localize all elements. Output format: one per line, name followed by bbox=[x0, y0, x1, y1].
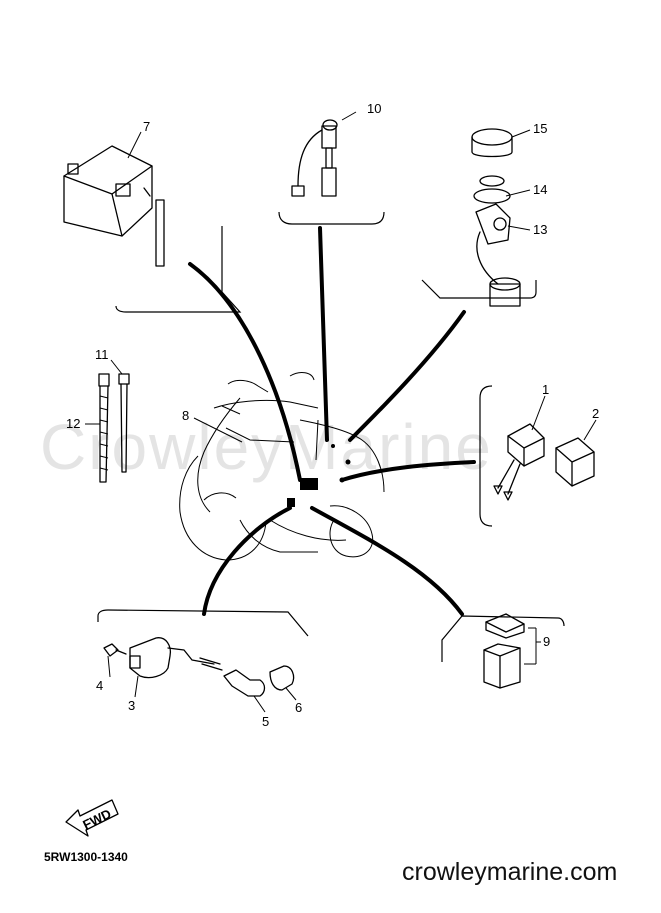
relay-block bbox=[555, 437, 595, 487]
callout-11: 11 bbox=[95, 347, 109, 362]
callout-14: 14 bbox=[533, 182, 547, 197]
bracket-relays bbox=[479, 385, 493, 527]
bracket-flasher bbox=[441, 615, 565, 662]
bracket-ignition bbox=[97, 609, 309, 637]
speed-sensor bbox=[291, 119, 338, 197]
callout-7: 7 bbox=[143, 119, 150, 134]
callout-labels: 7 10 15 14 13 11 12 8 1 2 9 4 3 5 6 bbox=[66, 101, 599, 729]
fuel-sender-group bbox=[471, 128, 521, 307]
bracket-speed-sensor bbox=[278, 211, 385, 225]
fwd-arrow-icon: FWD bbox=[65, 799, 119, 837]
cover bbox=[269, 665, 295, 691]
callout-8: 8 bbox=[182, 408, 189, 423]
callout-6: 6 bbox=[295, 700, 302, 715]
callout-12: 12 bbox=[66, 416, 80, 431]
bolt bbox=[103, 643, 127, 657]
callout-5: 5 bbox=[262, 714, 269, 729]
wire-harness bbox=[188, 226, 476, 616]
battery bbox=[63, 145, 165, 267]
callout-10: 10 bbox=[367, 101, 381, 116]
cable-bands bbox=[98, 373, 130, 483]
leader-lines bbox=[85, 111, 597, 713]
callout-15: 15 bbox=[533, 121, 547, 136]
relay bbox=[493, 423, 545, 501]
callout-13: 13 bbox=[533, 222, 547, 237]
bracket-battery bbox=[115, 226, 242, 313]
fwd-label: FWD bbox=[80, 806, 113, 832]
callout-1: 1 bbox=[542, 382, 549, 397]
callout-4: 4 bbox=[96, 678, 103, 693]
harness-connectors bbox=[287, 444, 351, 507]
callout-9: 9 bbox=[543, 634, 550, 649]
bracket-fuel-sender bbox=[421, 279, 537, 299]
plug-cap bbox=[223, 669, 266, 697]
callout-2: 2 bbox=[592, 406, 599, 421]
flasher-relay bbox=[483, 613, 525, 689]
ignition-coil bbox=[129, 637, 223, 679]
callout-3: 3 bbox=[128, 698, 135, 713]
drawing-number: 5RW1300-1340 bbox=[44, 850, 128, 864]
site-credit[interactable]: crowleymarine.com bbox=[402, 858, 618, 886]
